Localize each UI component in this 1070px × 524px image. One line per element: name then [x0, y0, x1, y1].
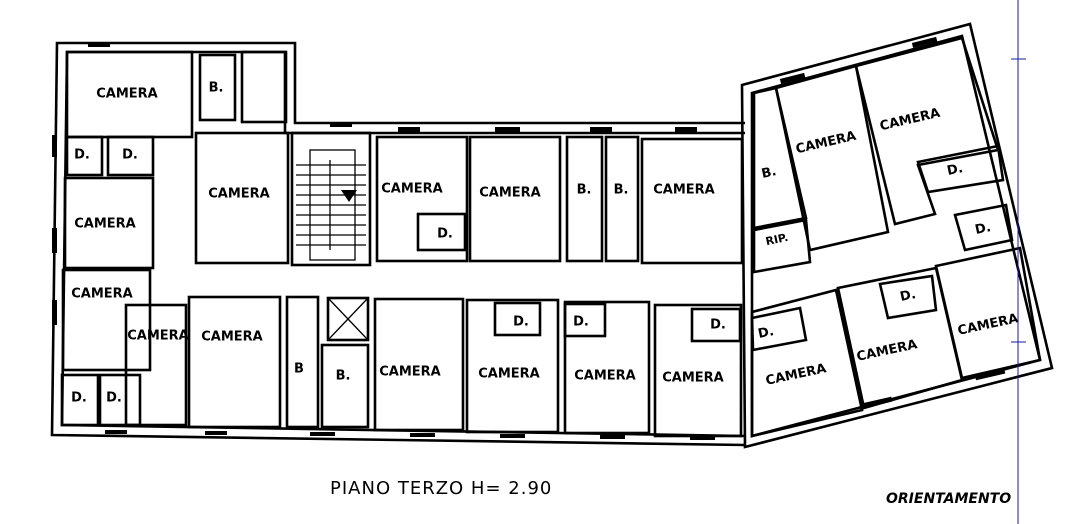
orientation-guide-line: [1011, 0, 1026, 524]
room-label: D.: [74, 148, 90, 163]
room-label: CAMERA: [855, 337, 918, 364]
room-label: B.: [577, 183, 592, 198]
room-label: CAMERA: [71, 287, 133, 302]
room-label: CAMERA: [379, 365, 441, 380]
room-label: B: [294, 362, 304, 377]
room-label: D.: [757, 324, 776, 342]
room-label: D.: [946, 161, 965, 179]
room-label: D.: [974, 220, 993, 238]
room-label: D.: [573, 315, 589, 330]
room-label: CAMERA: [662, 371, 724, 386]
room-label: D.: [710, 318, 726, 333]
plan-title: PIANO TERZO H= 2.90: [330, 478, 552, 499]
room-label: CAMERA: [574, 369, 636, 384]
outer-walls: [50, 22, 1054, 449]
room-label: D.: [106, 391, 122, 406]
room-label: B.: [209, 81, 224, 96]
room-label: CAMERA: [208, 187, 270, 202]
room-label: CAMERA: [878, 106, 941, 134]
room-label: CAMERA: [764, 361, 827, 388]
room-label: CAMERA: [381, 182, 443, 197]
room-label: B.: [336, 369, 351, 384]
room-label: CAMERA: [653, 183, 715, 198]
room-label: CAMERA: [478, 367, 540, 382]
room-label: D.: [513, 315, 529, 330]
room-label: CAMERA: [74, 217, 136, 232]
room-label: D.: [437, 227, 453, 242]
room-label: CAMERA: [956, 311, 1019, 338]
room-label: CAMERA: [794, 129, 857, 157]
room-label: CAMERA: [127, 329, 189, 344]
room-label: D.: [71, 391, 87, 406]
room-label: RIP.: [764, 231, 789, 248]
room-label: D.: [122, 148, 138, 163]
room-label: D.: [899, 287, 918, 305]
stair-direction-arrow-icon: [341, 190, 357, 202]
room-label: CAMERA: [96, 87, 158, 102]
room-label: B.: [614, 183, 629, 198]
elevator-shaft: [327, 297, 369, 341]
windows: [52, 42, 715, 440]
room-label: B.: [760, 164, 778, 182]
room-label: CAMERA: [201, 330, 263, 345]
right-wing-walls: [750, 36, 1042, 438]
room-walls: [60, 50, 744, 438]
room-labels: CAMERA D. D. CAMERA CAMERA CAMERA D. D. …: [71, 81, 1020, 406]
staircase: [296, 149, 366, 261]
room-label: CAMERA: [479, 186, 541, 201]
orientation-label: ORIENTAMENTO: [886, 491, 1011, 507]
